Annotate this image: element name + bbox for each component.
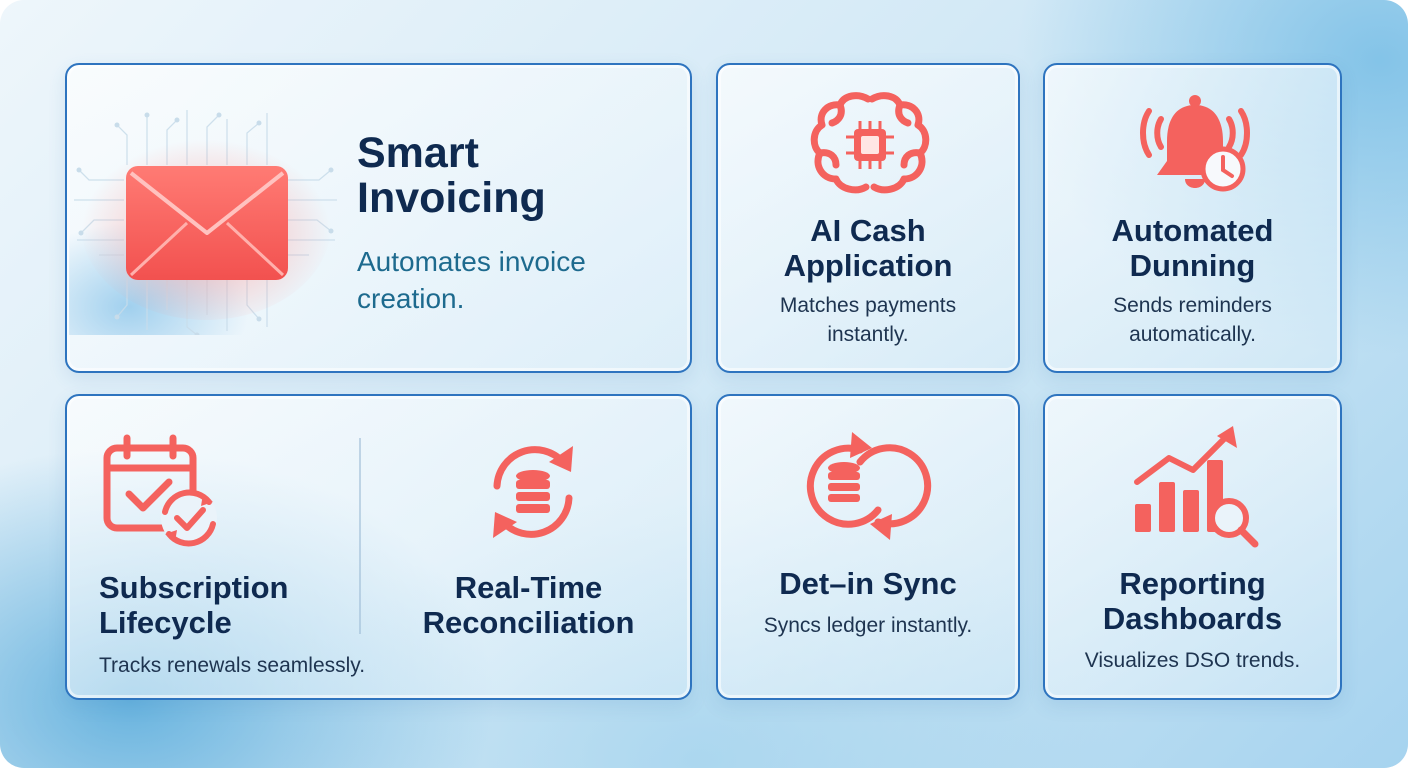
chart-magnifier-icon	[1134, 426, 1259, 548]
divider	[359, 438, 361, 634]
card-title-right: Real-Time Reconciliation	[422, 570, 635, 640]
card-ai-cash-application: AI Cash Application Matches payments ins…	[716, 63, 1020, 373]
card-title: Det–in Sync	[779, 566, 957, 601]
database-loop-icon	[806, 432, 932, 540]
card-description: Tracks renewals seamlessly.	[99, 654, 366, 677]
card-subscription-reconciliation: Subscription Lifecycle Real-Time Reconci…	[65, 394, 692, 700]
card-description: Syncs ledger instantly.	[763, 614, 973, 637]
card-title: Automated Dunning	[1111, 213, 1274, 283]
card-reporting-dashboards: Reporting Dashboards Visualizes DSO tren…	[1043, 394, 1342, 700]
bell-clock-icon	[1140, 95, 1250, 192]
card-title: AI Cash Application	[783, 213, 953, 283]
card-description: Visualizes DSO trends.	[1084, 649, 1301, 672]
card-title: Smart Invoicing	[357, 129, 546, 222]
card-title-left: Subscription Lifecycle	[99, 570, 289, 640]
calendar-check-icon	[103, 434, 217, 547]
card-sync: Det–in Sync Syncs ledger instantly.	[716, 394, 1020, 700]
brain-chip-icon	[810, 92, 930, 194]
envelope-icon	[69, 110, 337, 335]
card-description: Sends reminders automatically.	[1113, 294, 1272, 346]
card-automated-dunning: Automated Dunning Sends reminders automa…	[1043, 63, 1342, 373]
card-smart-invoicing: Smart Invoicing Automates invoice creati…	[65, 63, 692, 373]
database-sync-icon	[493, 446, 573, 538]
card-description: Automates invoice creation.	[357, 246, 586, 314]
card-title: Reporting Dashboards	[1102, 566, 1283, 636]
card-description: Matches payments instantly.	[779, 294, 957, 346]
